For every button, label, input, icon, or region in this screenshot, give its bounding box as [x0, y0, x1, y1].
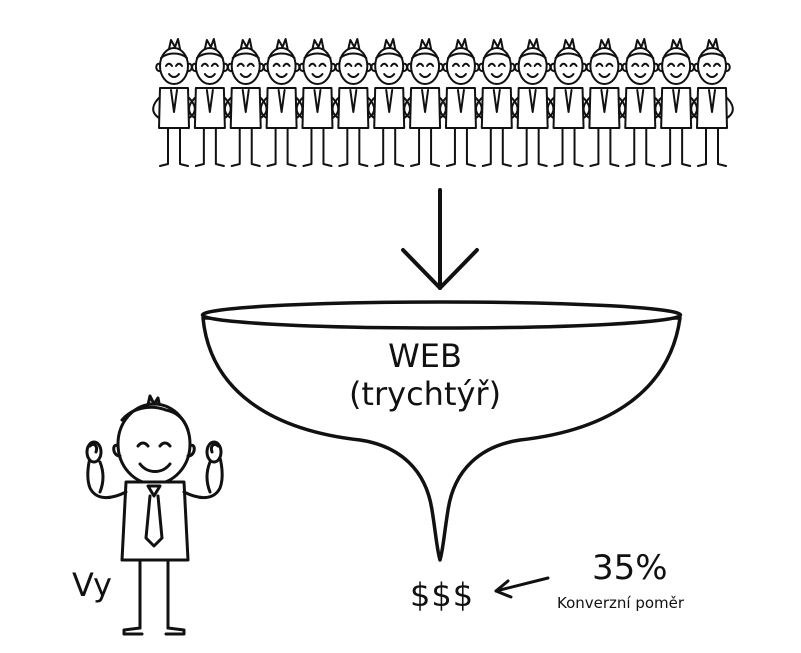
funnel-shape	[200, 300, 683, 562]
you-figure	[85, 394, 224, 636]
crowd-person	[690, 38, 734, 167]
crowd-person	[331, 38, 376, 167]
crowd-person	[295, 38, 340, 167]
money-output: $$$	[410, 576, 475, 614]
crowd-person	[475, 38, 519, 167]
crowd-person	[510, 38, 555, 167]
crowd-person	[259, 38, 304, 167]
crowd-person	[367, 38, 411, 167]
funnel-title: WEB	[388, 337, 462, 375]
visitor-crowd	[152, 38, 734, 167]
conversion-arrow	[494, 576, 550, 599]
crowd-person	[618, 38, 663, 167]
crowd-person	[546, 38, 591, 167]
crowd-person	[188, 38, 232, 167]
crowd-person	[403, 38, 447, 167]
conversion-rate-label: Konverzní poměr	[557, 594, 685, 612]
crowd-person	[152, 38, 196, 167]
crowd-person	[223, 38, 268, 167]
crowd-person	[439, 38, 483, 167]
crowd-person	[654, 38, 698, 167]
down-arrow	[401, 188, 479, 290]
funnel-subtitle: (trychtýř)	[348, 375, 502, 413]
crowd-person	[582, 38, 627, 167]
you-label: Vy	[72, 566, 112, 604]
conversion-rate: 35%	[592, 548, 668, 588]
